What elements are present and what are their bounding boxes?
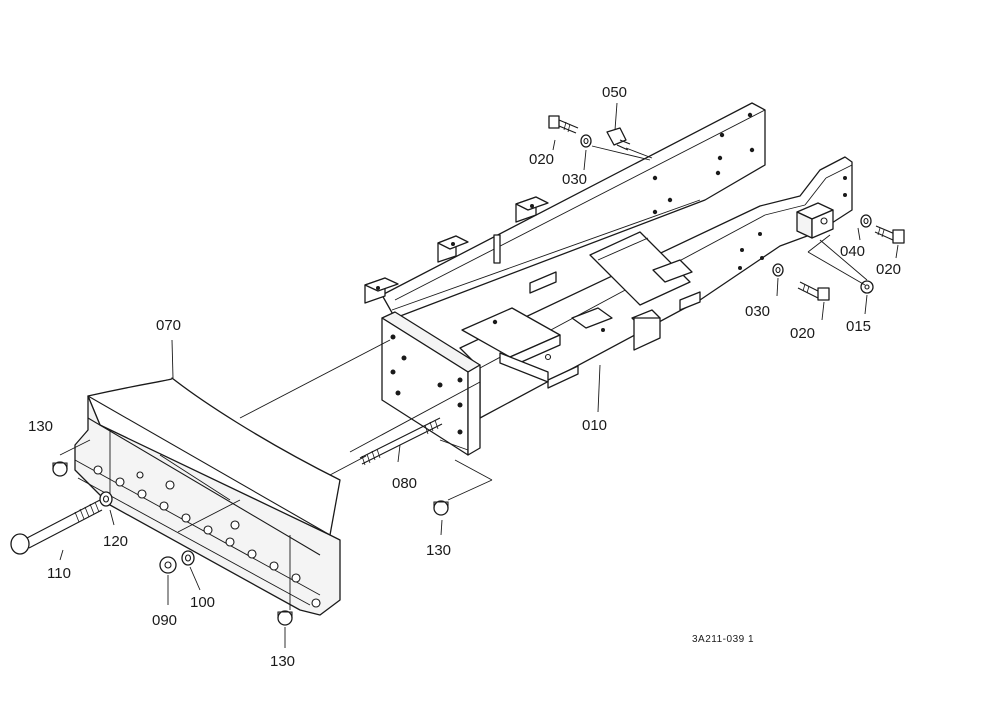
callout-130-left: 130 (28, 418, 53, 435)
bolt-020-middle (797, 281, 830, 301)
callout-015: 015 (846, 318, 871, 335)
washer-030-middle (772, 263, 784, 277)
callout-090: 090 (152, 612, 177, 629)
callout-020-right: 020 (876, 261, 901, 278)
callout-110: 110 (47, 565, 71, 582)
plug-015 (860, 280, 874, 294)
callout-130-bottom: 130 (270, 653, 295, 670)
callout-030-top: 030 (562, 171, 587, 188)
washer-030-top (580, 134, 592, 148)
callout-040: 040 (840, 243, 865, 260)
callout-130-center: 130 (426, 542, 451, 559)
callout-100: 100 (190, 594, 215, 611)
bolt-020-right (874, 225, 905, 244)
drawing-code: 3A211-039 1 (692, 634, 754, 645)
leader-lines (59, 102, 899, 648)
front-weight-bracket (74, 377, 341, 616)
fitting-050 (606, 127, 631, 151)
callout-050: 050 (602, 84, 627, 101)
long-bolt-110 (10, 499, 103, 555)
bolt-020-top (548, 115, 579, 134)
callout-020-middle: 020 (790, 325, 815, 342)
callout-010: 010 (582, 417, 607, 434)
washer-100 (181, 550, 195, 566)
cross-members (461, 231, 701, 389)
rail-brackets (364, 196, 549, 304)
callout-020-top: 020 (529, 151, 554, 168)
plug-cap-130-center (433, 500, 449, 516)
rail-end-block (796, 202, 834, 239)
callout-080: 080 (392, 475, 417, 492)
plug-cap-130-left (52, 461, 68, 477)
nut-090 (159, 556, 177, 574)
callout-070: 070 (156, 317, 181, 334)
washer-040 (860, 214, 872, 228)
plug-cap-130-bottom (277, 610, 293, 626)
stud-bolt-080 (359, 417, 443, 466)
callout-120: 120 (103, 533, 128, 550)
callout-030-middle: 030 (745, 303, 770, 320)
callout-labels: 050 020 030 040 020 030 020 015 070 010 … (28, 84, 901, 670)
washer-120 (99, 491, 113, 507)
front-end-plate (381, 311, 481, 456)
